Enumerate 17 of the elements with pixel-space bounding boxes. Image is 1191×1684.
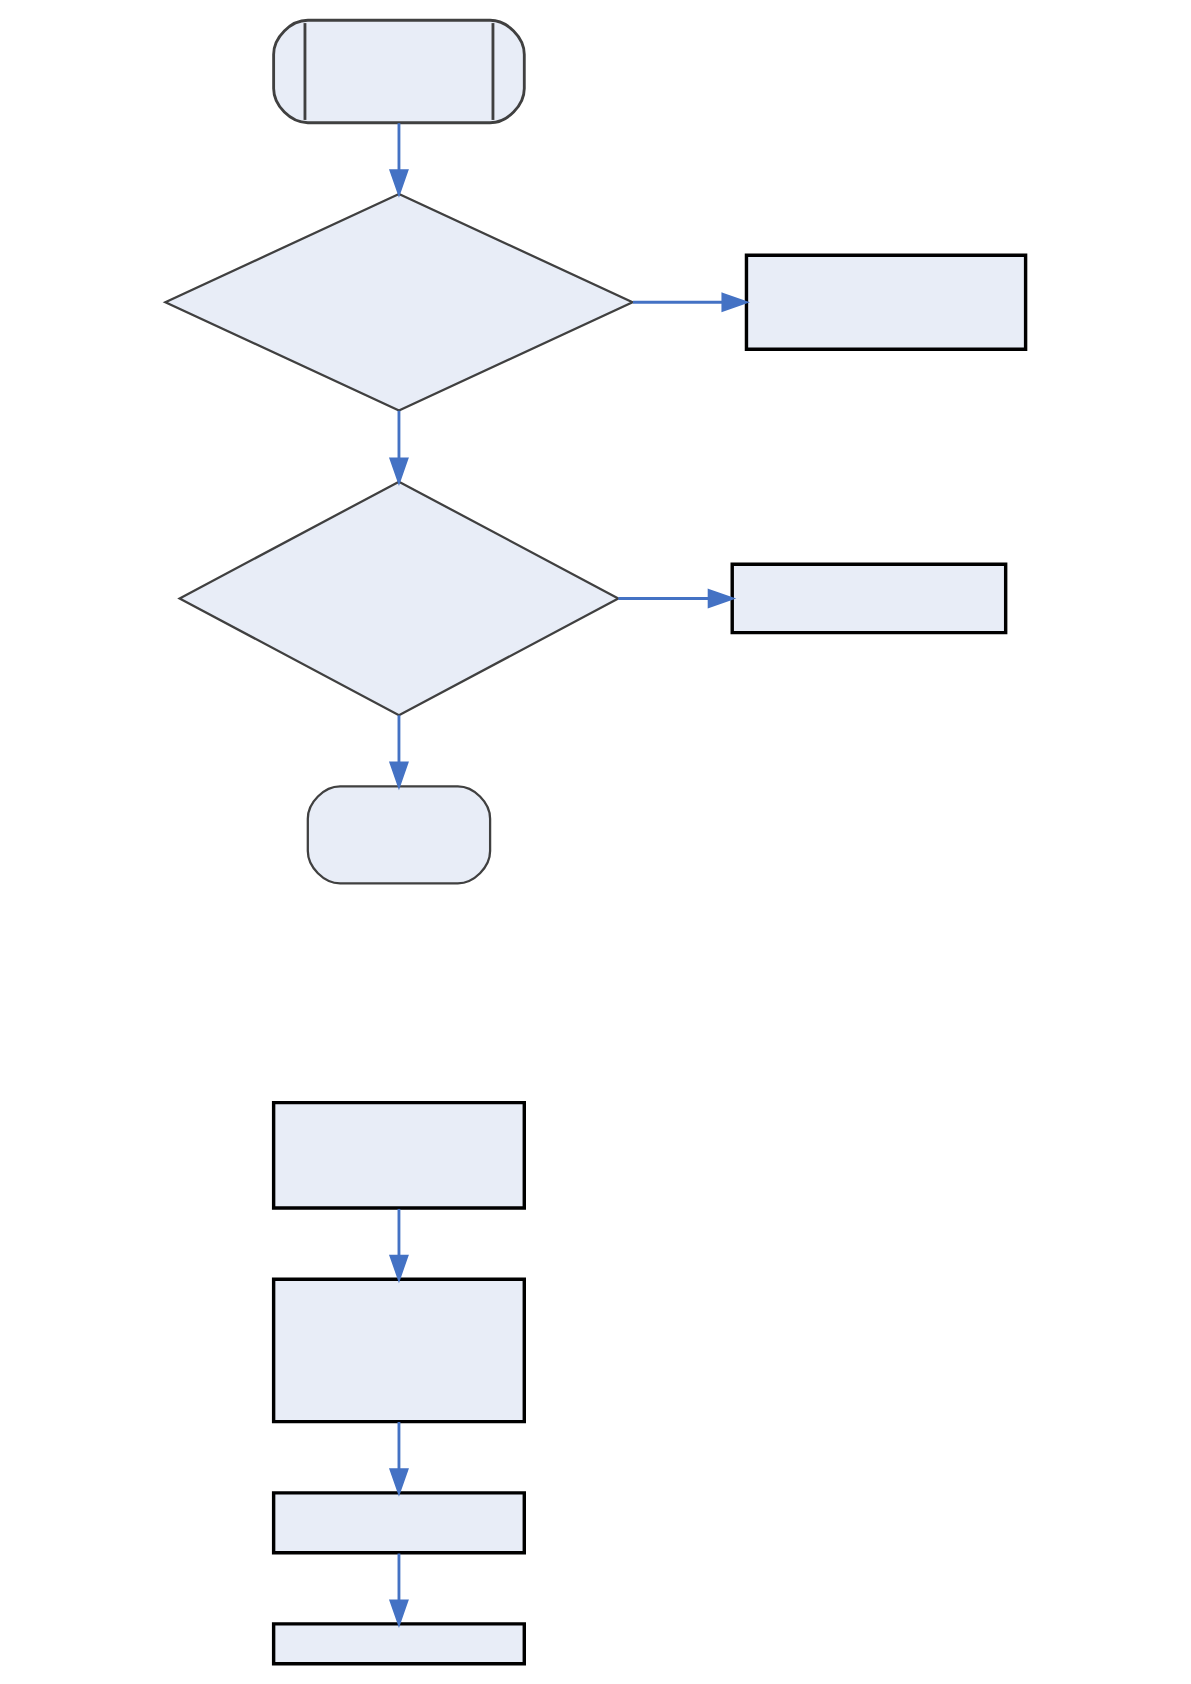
arrow	[618, 588, 737, 609]
node-box	[730, 562, 1008, 635]
arrow	[389, 715, 409, 791]
node-box	[271, 1277, 526, 1424]
arrow	[389, 1553, 409, 1628]
node-box	[271, 1100, 526, 1210]
arrow	[389, 410, 409, 486]
arrow	[389, 1208, 409, 1284]
arrow	[389, 123, 409, 198]
node-oval	[306, 785, 492, 885]
node-diamond	[162, 192, 636, 412]
arrow	[389, 1422, 409, 1497]
node-box	[744, 253, 1028, 351]
arrow	[633, 292, 750, 313]
node-diamond	[177, 480, 621, 717]
node-box	[271, 1491, 526, 1555]
node-box	[271, 1622, 526, 1666]
